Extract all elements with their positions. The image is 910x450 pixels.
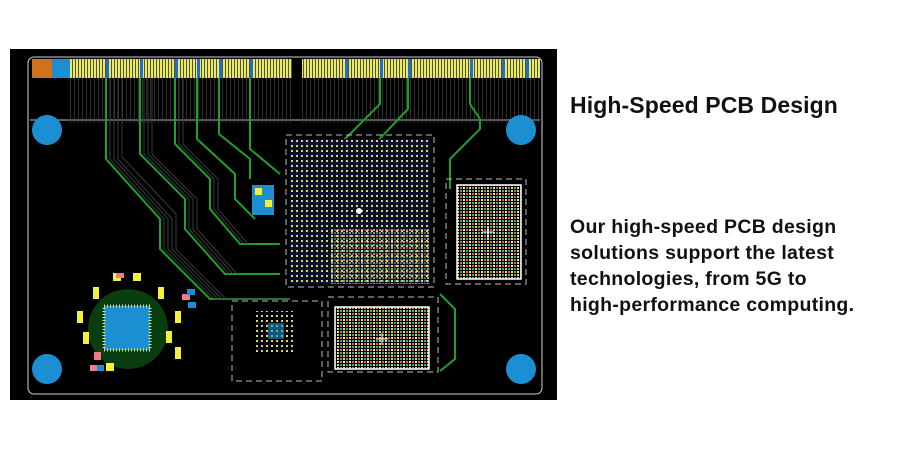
pcb-svg (27, 56, 543, 395)
board-outline (27, 56, 543, 395)
edge-connector-left (70, 59, 292, 78)
mounting-hole-bottom-right (506, 354, 536, 384)
mounting-hole-top-left (32, 115, 62, 145)
edge-connector-right (302, 59, 540, 78)
edge-marker-blue (52, 59, 70, 78)
description-line-1: Our high-speed PCB design (570, 216, 837, 238)
mounting-hole-top-right (506, 115, 536, 145)
edge-marker-orange (32, 59, 52, 78)
headline: High-Speed PCB Design (570, 92, 838, 118)
description-line-4: high-performance computing. (570, 294, 855, 316)
mounting-hole-bottom-left (32, 354, 62, 384)
qfn-chip (77, 273, 196, 371)
description: Our high-speed PCB design solutions supp… (570, 214, 910, 318)
description-line-3: technologies, from 5G to (570, 268, 807, 290)
description-line-2: solutions support the latest (570, 242, 835, 264)
pcb-layout-image (10, 49, 557, 400)
